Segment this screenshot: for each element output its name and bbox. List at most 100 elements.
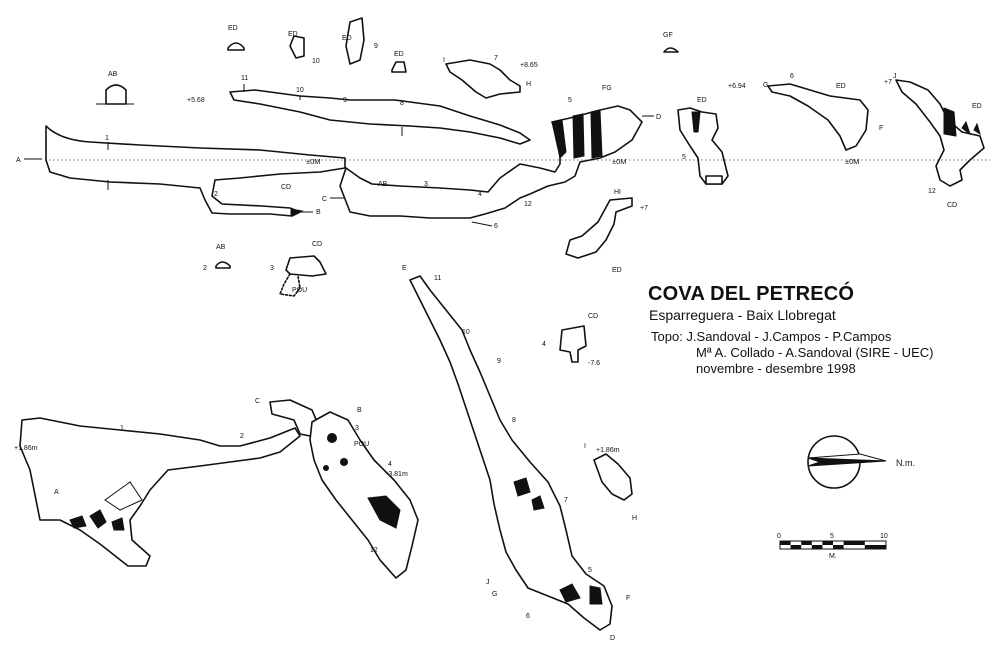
map-location: Esparreguera - Baix Llobregat bbox=[649, 307, 836, 323]
profile-section: ±0M ±0M ±0M A 1 2 CD B +5.68 11 10 9 8 C… bbox=[16, 55, 990, 274]
scale-bar: 0 5 10 M. bbox=[777, 533, 888, 560]
profile-gallery-j bbox=[895, 79, 985, 187]
elev-568: +5.68 bbox=[187, 97, 205, 104]
station-5-label: 5 bbox=[568, 97, 572, 104]
station-9-label: 9 bbox=[343, 97, 347, 104]
north-arrow: N.m. bbox=[807, 435, 915, 489]
drop-ed-label: ED bbox=[612, 267, 622, 274]
profile-letter-b: B bbox=[316, 209, 321, 216]
profile-gallery-middle bbox=[339, 105, 643, 219]
svg-text:2: 2 bbox=[203, 265, 207, 272]
scale-tick-0: 0 bbox=[777, 533, 781, 540]
section-ab-2 bbox=[215, 261, 231, 269]
datum-label-2: ±0M bbox=[612, 157, 627, 166]
station-2-label: 2 bbox=[214, 191, 218, 198]
profile-ed-label: ED bbox=[836, 83, 846, 90]
shaft-ed-label: ED bbox=[697, 97, 707, 104]
profile-letter-c: C bbox=[322, 196, 327, 203]
profile-letter-h: H bbox=[526, 81, 531, 88]
plan-letter-c: C bbox=[255, 398, 260, 405]
profile-cd-label: CD bbox=[281, 184, 291, 191]
elev-7-drop: +7 bbox=[640, 205, 648, 212]
svg-text:ED: ED bbox=[342, 35, 352, 42]
north-label: N.m. bbox=[896, 458, 915, 468]
station-6b-label: 6 bbox=[790, 73, 794, 80]
station-12b-label: 12 bbox=[928, 188, 936, 195]
svg-text:12: 12 bbox=[370, 547, 378, 554]
profile-letter-i: I bbox=[443, 57, 445, 64]
svg-text:AB: AB bbox=[108, 71, 118, 78]
profile-letter-a: A bbox=[16, 157, 21, 164]
scale-tick-10: 10 bbox=[880, 533, 888, 540]
section-ed-3 bbox=[345, 17, 365, 65]
svg-text:ED: ED bbox=[228, 25, 238, 32]
station-11-label: 11 bbox=[241, 75, 248, 82]
title-block: COVA DEL PETRECÓ Esparreguera - Baix Llo… bbox=[648, 283, 978, 377]
survey-credits: Topo: J.Sandoval - J.Campos - P.Campos M… bbox=[651, 329, 978, 377]
svg-text:9: 9 bbox=[497, 358, 501, 365]
svg-text:+1.86m: +1.86m bbox=[596, 447, 620, 454]
profile-letter-f: F bbox=[879, 125, 883, 132]
profile-gallery-fg bbox=[767, 83, 869, 151]
station-1-label: 1 bbox=[105, 135, 109, 142]
svg-text:GF: GF bbox=[663, 32, 673, 39]
svg-text:-7.6: -7.6 bbox=[588, 360, 600, 367]
plan-letter-i: I bbox=[584, 443, 586, 450]
svg-text:7: 7 bbox=[564, 497, 568, 504]
svg-text:10: 10 bbox=[462, 329, 470, 336]
plan-small-branch bbox=[593, 453, 633, 501]
station-8-label: 8 bbox=[400, 100, 404, 107]
plan-depth-a: +1.86m bbox=[14, 445, 38, 452]
svg-text:POU: POU bbox=[292, 287, 307, 294]
elev-865: +8.65 bbox=[520, 62, 538, 69]
svg-text:3: 3 bbox=[270, 265, 274, 272]
svg-text:ED: ED bbox=[394, 51, 404, 58]
profile-pillars bbox=[551, 109, 603, 159]
station-12-label: 12 bbox=[524, 201, 532, 208]
plan-letter-f: F bbox=[626, 595, 630, 602]
plan-letter-e: E bbox=[402, 265, 407, 272]
right-cd-label: CD bbox=[947, 202, 957, 209]
svg-text:CD: CD bbox=[588, 313, 598, 320]
profile-gallery-left bbox=[45, 125, 346, 217]
profile-branch-h bbox=[445, 59, 521, 99]
svg-text:6: 6 bbox=[526, 613, 530, 620]
svg-text:9: 9 bbox=[374, 43, 378, 50]
cross-sections: AB ED ED 10 ED 9 ED GF AB 2 CD 3 POU CD … bbox=[96, 17, 679, 367]
credits-line-2: Mª A. Collado - A.Sandoval (SIRE - UEC) bbox=[696, 345, 934, 360]
plan-middle-gallery bbox=[309, 411, 419, 579]
profile-gallery-upper bbox=[229, 89, 531, 145]
plan-letter-b: B bbox=[357, 407, 362, 414]
svg-text:ED: ED bbox=[288, 31, 298, 38]
section-ab-1 bbox=[105, 84, 127, 105]
profile-ab-label: AB bbox=[378, 181, 388, 188]
elev-7-right: +7 bbox=[884, 79, 892, 86]
plan-letter-j: J bbox=[486, 579, 490, 586]
section-ed-4 bbox=[391, 61, 407, 73]
profile-letter-g: G bbox=[763, 82, 768, 89]
plan-pou-label: POU bbox=[354, 441, 369, 448]
plan-letter-h: H bbox=[632, 515, 637, 522]
station-6-label: 6 bbox=[494, 223, 498, 230]
plan-depth-c: -3.81m bbox=[386, 471, 408, 478]
profile-shaft-5 bbox=[677, 107, 729, 185]
plan-left-chamber bbox=[19, 417, 301, 567]
credits-line-3: novembre - desembre 1998 bbox=[696, 361, 856, 376]
scale-unit: M. bbox=[829, 553, 837, 560]
svg-text:11: 11 bbox=[434, 275, 441, 282]
svg-text:1: 1 bbox=[120, 425, 124, 432]
elev-694: +6.94 bbox=[728, 83, 746, 90]
scale-tick-5: 5 bbox=[830, 533, 834, 540]
section-cd-3 bbox=[285, 255, 327, 277]
svg-text:4: 4 bbox=[542, 341, 546, 348]
section-gf bbox=[663, 47, 679, 53]
svg-text:2: 2 bbox=[240, 433, 244, 440]
svg-text:4: 4 bbox=[388, 461, 392, 468]
section-ed-1 bbox=[227, 42, 245, 51]
profile-fg-label: FG bbox=[602, 85, 612, 92]
svg-text:10: 10 bbox=[312, 58, 320, 65]
plan-long-gallery bbox=[409, 275, 613, 631]
profile-drop-hi bbox=[565, 197, 633, 259]
datum-label-3: ±0M bbox=[845, 157, 860, 166]
